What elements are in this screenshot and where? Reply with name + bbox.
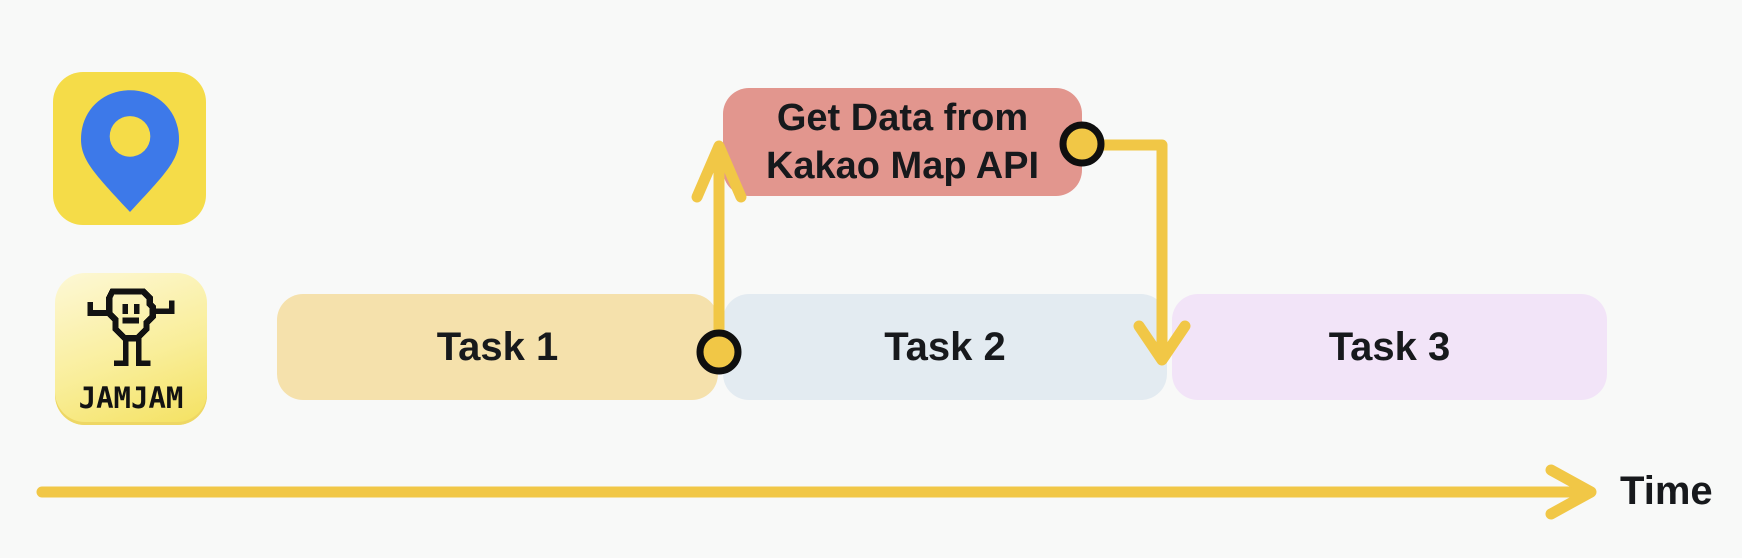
task-bar-2: Task 2 — [723, 294, 1167, 400]
time-axis-label: Time — [1620, 469, 1713, 513]
api-call-box: Get Data from Kakao Map API — [723, 88, 1082, 196]
kakao-map-icon — [53, 72, 206, 225]
map-pin-icon — [80, 89, 179, 212]
task-bar-1: Task 1 — [277, 294, 718, 400]
task-2-label: Task 2 — [884, 324, 1006, 369]
jamjam-label: JAMJAM — [78, 381, 184, 415]
time-axis-arrow — [36, 464, 1597, 520]
task-bar-3: Task 3 — [1172, 294, 1607, 400]
jamjam-icon: JAMJAM — [55, 273, 207, 425]
task-1-label: Task 1 — [436, 324, 559, 369]
api-call-line2: Kakao Map API — [765, 145, 1040, 187]
api-call-line1: Get Data from — [776, 97, 1029, 139]
jamjam-mascot-icon — [87, 288, 175, 367]
task-3-label: Task 3 — [1328, 324, 1451, 369]
